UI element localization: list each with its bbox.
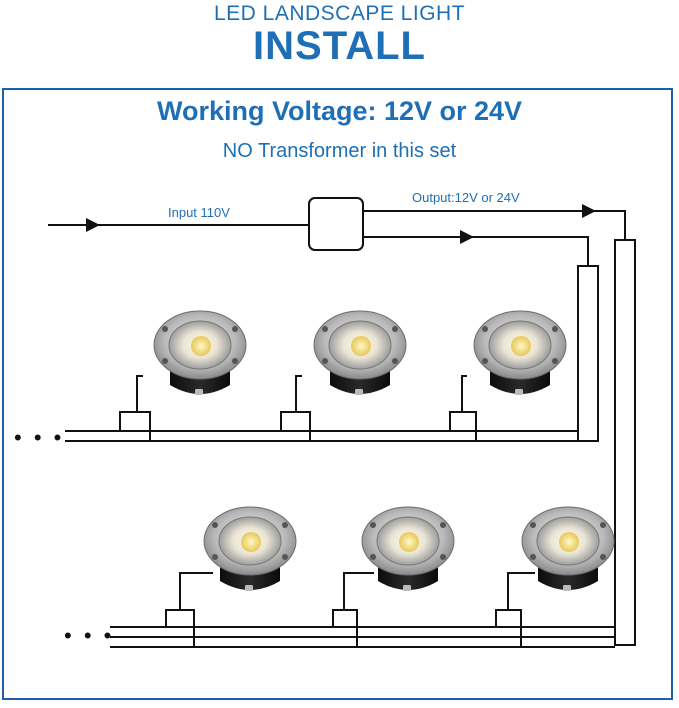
arrow-right-icon — [86, 218, 100, 232]
inground-led-light-icon — [203, 506, 297, 592]
lower-row-cables — [110, 572, 615, 648]
output-wires — [363, 210, 636, 646]
transformer-box-icon — [308, 197, 364, 251]
arrow-right-icon — [582, 204, 596, 218]
inground-led-light-icon — [313, 310, 407, 396]
header-subtitle: LED LANDSCAPE LIGHT — [213, 2, 466, 25]
inground-led-light-icon — [153, 310, 247, 396]
input-label: Input 110V — [168, 205, 230, 220]
arrow-right-icon — [460, 230, 474, 244]
upper-row-cables — [65, 375, 578, 442]
voltage-title: Working Voltage: 12V or 24V — [156, 96, 523, 126]
continuation-dots: • • • — [64, 623, 114, 648]
diagram-panel — [2, 88, 673, 700]
header-title: INSTALL — [253, 24, 426, 68]
inground-led-light-icon — [521, 506, 615, 592]
inground-led-light-icon — [361, 506, 455, 592]
inground-led-light-icon — [473, 310, 567, 396]
continuation-dots: • • • — [14, 425, 64, 450]
transformer-note: NO Transformer in this set — [222, 140, 457, 162]
output-label: Output:12V or 24V — [412, 190, 520, 205]
